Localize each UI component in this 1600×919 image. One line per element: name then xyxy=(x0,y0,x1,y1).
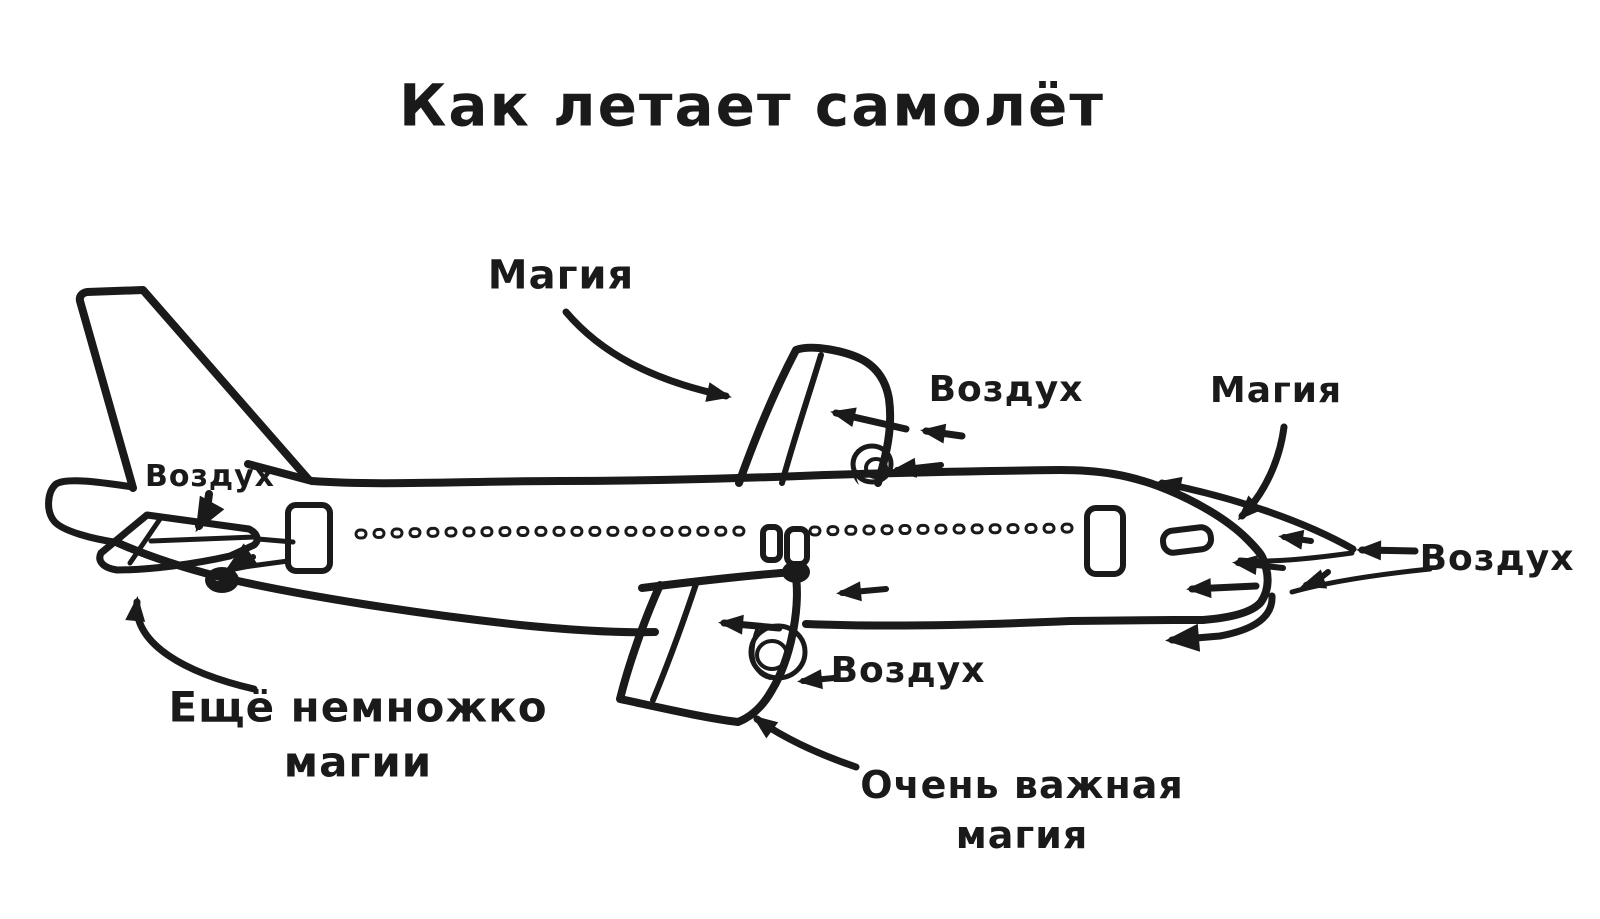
label-more-magic-line2: магии xyxy=(283,738,433,787)
window-row-rear xyxy=(354,525,760,540)
arrow-air-small-above-nose xyxy=(1278,529,1314,550)
arrow-important-magic xyxy=(752,715,860,771)
cockpit-window xyxy=(1159,524,1215,556)
tail-fin xyxy=(75,286,313,492)
arrow-air-into-stabilizer xyxy=(148,490,259,544)
arrow-air-nose-label xyxy=(1356,540,1419,561)
arrow-air-bottom-engine xyxy=(797,669,837,690)
arrow-magic-top xyxy=(562,308,732,402)
rear-door xyxy=(285,502,333,574)
arrow-airflow-under-nose xyxy=(1165,592,1276,652)
label-magic-nose: Магия xyxy=(1209,370,1343,412)
arrow-air-wing-root xyxy=(836,581,889,602)
window-row-front xyxy=(808,522,1080,537)
front-door xyxy=(1084,505,1126,577)
arrow-air-inside-nose xyxy=(1186,578,1260,599)
arrow-air-under-stabilizer xyxy=(223,543,260,574)
label-magic-top: Магия xyxy=(487,252,635,299)
label-air-nose: Воздух xyxy=(1419,538,1575,580)
label-air-tail: Воздух xyxy=(144,459,276,495)
arrow-air-bent-below-nose xyxy=(1300,569,1331,589)
arrow-air-top-engine xyxy=(891,457,944,478)
fuselage xyxy=(114,460,1272,637)
arrow-air-under-nose-tip xyxy=(1232,555,1286,576)
page-title: Как летает самолёт xyxy=(398,71,1106,140)
arrow-more-magic xyxy=(125,596,258,693)
label-air-top: Воздух xyxy=(928,369,1084,411)
label-air-bottom: Воздух xyxy=(830,650,986,692)
label-important-magic-line2: магия xyxy=(955,813,1089,857)
label-more-magic: Ещё немножко магии xyxy=(168,680,547,791)
arrow-air-into-bottom-wing xyxy=(718,614,783,635)
overwing-doors xyxy=(760,524,810,567)
label-important-magic: Очень важная магия xyxy=(860,760,1183,860)
arrow-air-into-top-wing xyxy=(830,407,910,433)
label-more-magic-line1: Ещё немножко xyxy=(168,682,548,732)
bottom-wing xyxy=(616,568,801,726)
tail-cone xyxy=(45,477,137,547)
label-important-magic-line1: Очень важная xyxy=(860,762,1184,807)
top-wing-engine xyxy=(850,443,894,485)
arrow-airflow-over-nose xyxy=(1156,476,1357,553)
airstream-line-lower xyxy=(1289,566,1433,595)
arrow-air-top-label xyxy=(920,423,966,444)
